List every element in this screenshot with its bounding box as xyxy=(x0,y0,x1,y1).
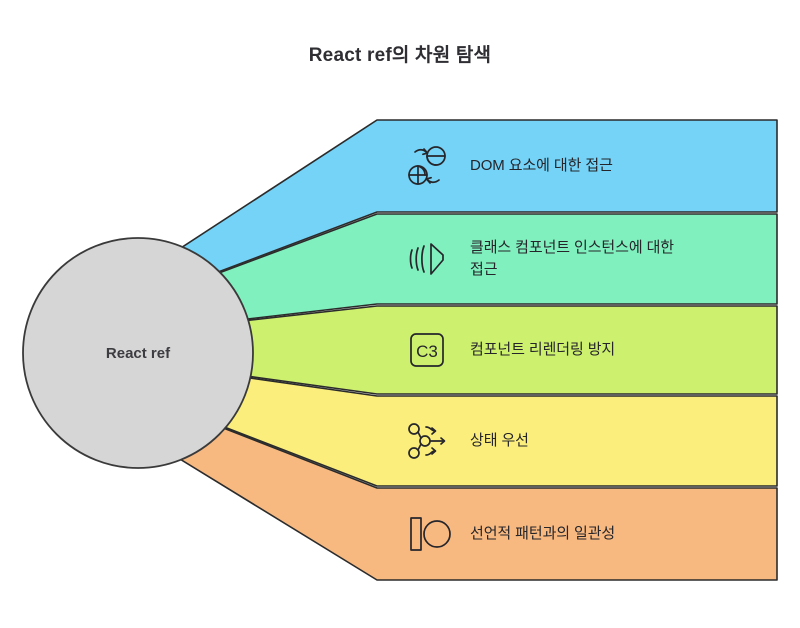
c3-chip-icon: C3 xyxy=(404,327,450,373)
band-label-class-component-instance-access: 클래스 컴포넌트 인스턴스에 대한 접근 xyxy=(470,239,675,278)
layers-stack-icon xyxy=(404,236,450,282)
globe-exchange-icon xyxy=(404,143,450,189)
band-label-declarative-consistency: 선언적 패턴과의 일관성 xyxy=(470,525,616,542)
svg-text:C3: C3 xyxy=(416,342,438,361)
bar-circle-icon xyxy=(404,511,454,557)
page-title: React ref의 차원 탐색 xyxy=(308,45,492,66)
node-branch-icon xyxy=(404,418,454,464)
hub-circle[interactable] xyxy=(22,237,254,469)
band-label-dom-access: DOM 요소에 대한 접근 xyxy=(470,157,613,174)
band-label-prevent-rerender: 컴포넌트 리렌더링 방지 xyxy=(470,341,616,358)
hub-label: React ref xyxy=(106,345,171,362)
band-label-state-first: 상태 우선 xyxy=(470,432,529,449)
